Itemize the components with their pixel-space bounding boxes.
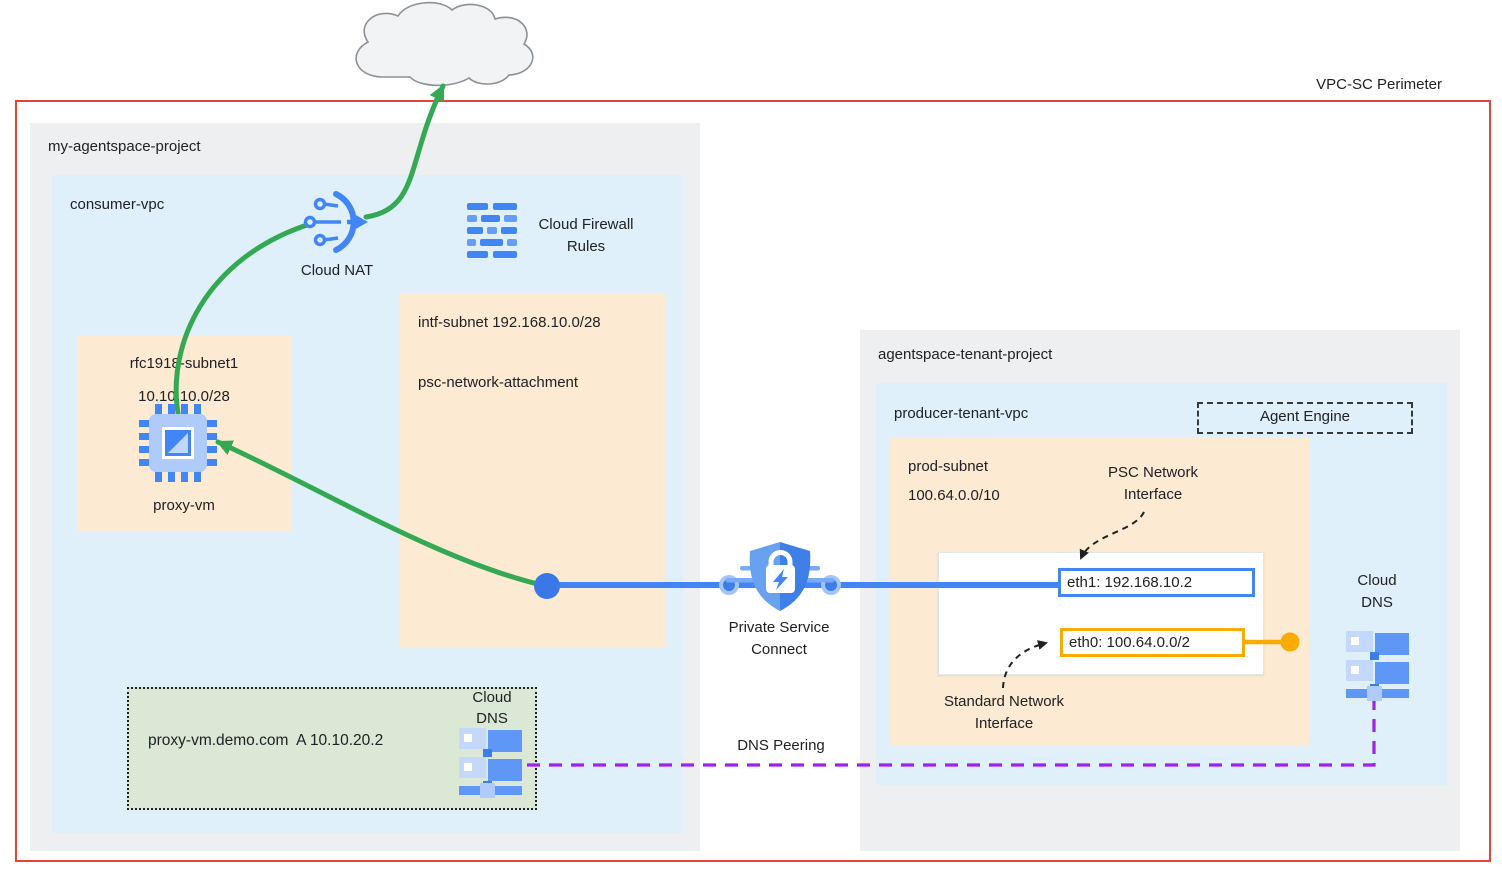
intf-subnet-label: intf-subnet 192.168.10.0/28 [418, 314, 601, 331]
psc-nic-label-line2: Interface [1123, 486, 1183, 503]
cloud-firewall-label-line2: Rules [566, 238, 606, 255]
my-agentspace-project-label: my-agentspace-project [48, 138, 201, 155]
agentspace-tenant-project-label: agentspace-tenant-project [878, 346, 1053, 363]
rfc1918-subnet-name: rfc1918-subnet1 [129, 355, 239, 372]
proxy-vm-label: proxy-vm [153, 497, 215, 514]
psc-label-line1: Private Service [728, 619, 830, 636]
std-nic-label-line1: Standard Network [943, 693, 1065, 710]
dns-peering-label: DNS Peering [737, 737, 825, 754]
consumer-vpc-label: consumer-vpc [70, 196, 165, 213]
dns-right-label-line1: Cloud [1357, 572, 1397, 589]
psc-network-attachment-label: psc-network-attachment [418, 374, 579, 391]
dns-left-label-line2: DNS [476, 710, 508, 727]
vpc-sc-perimeter-label: VPC-SC Perimeter [1316, 76, 1442, 93]
eth0-interface-box: eth0: 100.64.0.0/2 [1060, 628, 1245, 657]
psc-label-line2: Connect [751, 641, 807, 658]
dns-record-text: proxy-vm.demo.com A 10.10.20.2 [148, 732, 384, 749]
dns-right-label-line2: DNS [1361, 594, 1393, 611]
agent-engine-box: Agent Engine [1197, 402, 1413, 434]
cloud-firewall-label-line1: Cloud Firewall [538, 216, 634, 233]
eth1-interface-box: eth1: 192.168.10.2 [1058, 568, 1255, 597]
intf-subnet-box [400, 293, 665, 648]
producer-tenant-vpc-label: producer-tenant-vpc [894, 405, 1029, 422]
std-nic-label-line2: Interface [974, 715, 1034, 732]
prod-subnet-cidr: 100.64.0.0/10 [908, 487, 1000, 504]
cloud-nat-label: Cloud NAT [300, 262, 374, 279]
psc-nic-label-line1: PSC Network [1107, 464, 1199, 481]
internet-label: Internet [408, 33, 466, 52]
vpc-sc-perimeter-box [15, 100, 1491, 862]
rfc1918-subnet-cidr: 10.10.10.0/28 [138, 388, 230, 405]
dns-left-label-line1: Cloud [472, 689, 512, 706]
prod-subnet-name: prod-subnet [908, 458, 989, 475]
